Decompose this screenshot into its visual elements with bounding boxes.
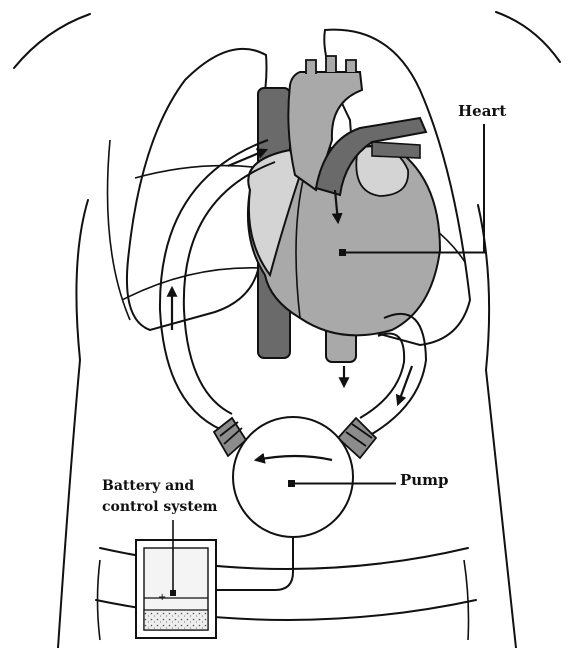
arrow-inflow: [398, 366, 412, 404]
heart-label: Heart: [458, 102, 506, 120]
driveline: [204, 537, 293, 590]
pump: [233, 417, 353, 537]
battery-label-line1: Battery and: [102, 476, 218, 497]
battery-label-line2: control system: [102, 497, 218, 518]
svg-text:+: +: [158, 592, 166, 603]
pump-label: Pump: [400, 471, 449, 489]
battery-label: Battery and control system: [102, 476, 218, 518]
battery: +: [136, 520, 216, 638]
pulmonary-branch: [372, 142, 420, 158]
